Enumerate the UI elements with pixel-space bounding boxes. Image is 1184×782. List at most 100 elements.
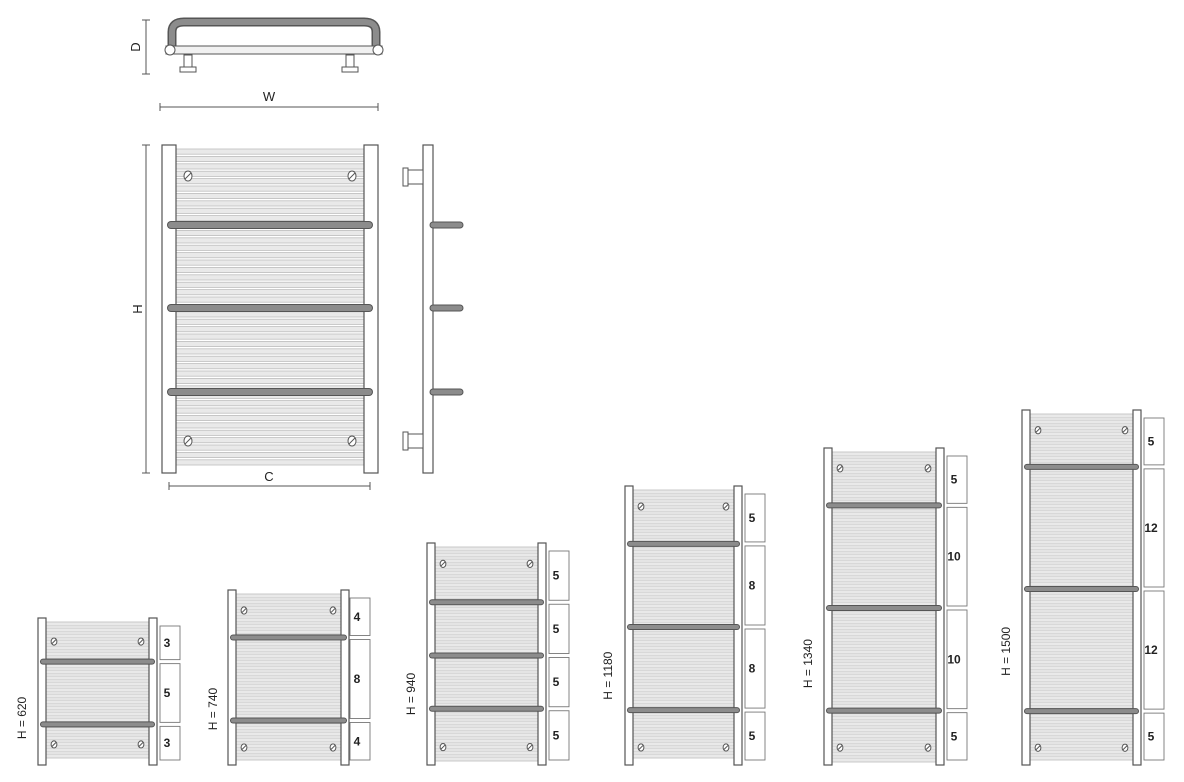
model-height-label: H = 1340 (801, 639, 815, 688)
rung (1029, 719, 1134, 725)
rung (831, 541, 937, 547)
rung (434, 690, 539, 696)
rung (831, 649, 937, 655)
rung (632, 699, 735, 705)
section-box (548, 603, 570, 654)
rung (434, 756, 539, 762)
section-count: 3 (164, 736, 171, 750)
rung (632, 585, 735, 591)
section-box (946, 506, 968, 607)
rung (175, 266, 365, 273)
depth-dimension: D (128, 19, 150, 75)
rung (45, 729, 150, 735)
rung (632, 747, 735, 753)
rung (175, 451, 365, 458)
rung (1029, 641, 1134, 647)
rung (831, 595, 937, 601)
rung (831, 739, 937, 745)
rung (1029, 455, 1134, 461)
rung (235, 683, 342, 689)
rung (831, 535, 937, 541)
rung (632, 561, 735, 567)
rung (434, 642, 539, 648)
rung (831, 577, 937, 583)
side-collector (37, 617, 47, 766)
rung (175, 237, 365, 244)
rung (1029, 497, 1134, 503)
rung (831, 475, 937, 481)
rung (235, 737, 342, 743)
rung (1029, 731, 1134, 737)
rung (175, 252, 365, 259)
rung (632, 549, 735, 555)
rung (1029, 647, 1134, 653)
rung (434, 546, 539, 552)
width-dimension: W (159, 89, 379, 111)
rung (45, 681, 150, 687)
rung (1029, 515, 1134, 521)
section-count: 5 (164, 686, 171, 700)
rung (831, 487, 937, 493)
rung (1029, 539, 1134, 545)
section-box (1143, 468, 1165, 588)
rung (175, 296, 365, 303)
rung (632, 603, 735, 609)
rung (434, 678, 539, 684)
rung (175, 229, 365, 236)
rung (434, 618, 539, 624)
rung (632, 513, 735, 519)
rung (1029, 437, 1134, 443)
rung (831, 469, 937, 475)
rung (632, 663, 735, 669)
rung (434, 636, 539, 642)
section-count: 10 (947, 550, 961, 564)
top-view (164, 17, 384, 73)
rung (434, 726, 539, 732)
rung (831, 547, 937, 553)
rung (45, 699, 150, 705)
rung (175, 178, 365, 185)
rung (45, 705, 150, 711)
rung (831, 685, 937, 691)
rung (1029, 599, 1134, 605)
rung (1029, 605, 1134, 611)
rung (45, 675, 150, 681)
height-dimension: H (130, 144, 150, 474)
rung (434, 558, 539, 564)
rung (632, 723, 735, 729)
rung (632, 741, 735, 747)
rung (175, 170, 365, 177)
rung (1029, 629, 1134, 635)
section-count: 5 (749, 729, 756, 743)
rung (632, 681, 735, 687)
rung (632, 519, 735, 525)
rung (235, 605, 342, 611)
rung (235, 677, 342, 683)
rung (1029, 431, 1134, 437)
rung (632, 531, 735, 537)
rung (45, 753, 150, 759)
rung (434, 612, 539, 618)
rung (831, 661, 937, 667)
front-view (161, 144, 379, 474)
rung (235, 593, 342, 599)
section-count: 4 (354, 734, 361, 748)
rung (175, 148, 365, 155)
rung (1029, 473, 1134, 479)
rung (831, 565, 937, 571)
model-height-label: H = 1500 (999, 627, 1013, 676)
section-box (744, 711, 766, 761)
rung (831, 673, 937, 679)
rung (45, 669, 150, 675)
rung (235, 689, 342, 695)
rung (1029, 425, 1134, 431)
rung (1029, 569, 1134, 575)
rung (235, 665, 342, 671)
model-height-label: H = 620 (15, 696, 29, 739)
rung (1029, 635, 1134, 641)
rung (175, 207, 365, 214)
rung (632, 669, 735, 675)
rung (1029, 551, 1134, 557)
rung (175, 370, 365, 377)
